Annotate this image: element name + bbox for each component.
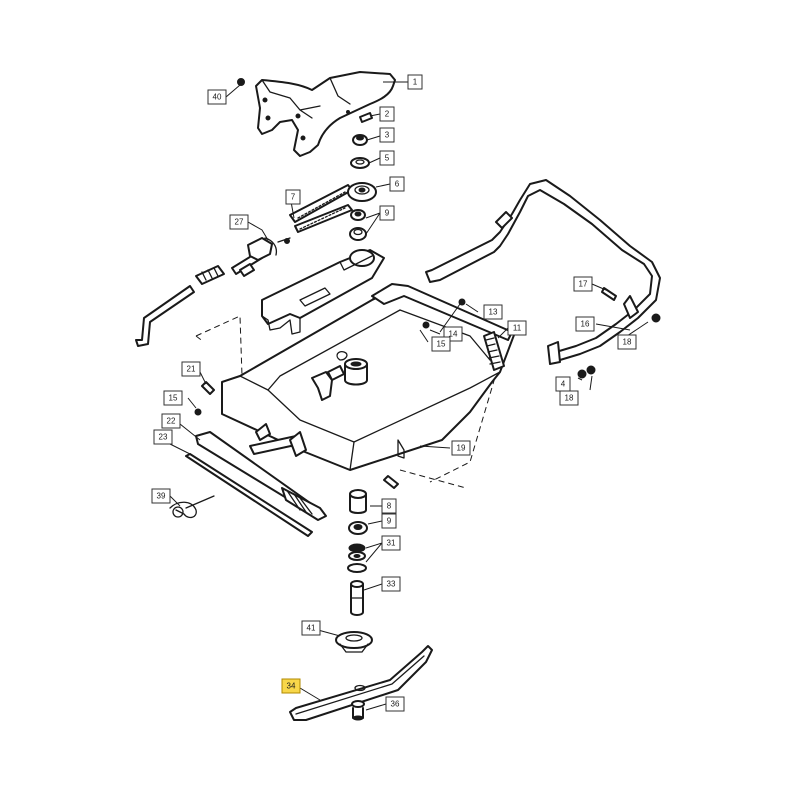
washer-3 [352,134,368,146]
svg-text:14: 14 [449,330,458,339]
callout-6[interactable]: 6 [389,176,405,192]
clip-pin [169,495,215,519]
svg-text:13: 13 [489,308,498,317]
bolt-2 [359,112,373,123]
svg-text:5: 5 [385,154,390,163]
callout-34-highlighted[interactable]: 34 [281,678,301,694]
callout-15-upper[interactable]: 15 [431,336,451,352]
cutting-blade [289,645,433,721]
callout-4[interactable]: 4 [555,376,571,392]
svg-text:4: 4 [561,380,566,389]
svg-text:15: 15 [169,394,178,403]
nut-18-right [651,313,661,323]
svg-text:6: 6 [395,180,400,189]
sprocket [347,182,377,202]
callout-31[interactable]: 31 [381,535,401,551]
svg-text:7: 7 [291,193,296,202]
alignment-guide-left [195,315,243,377]
bearing-5 [350,157,370,169]
screw-40 [237,78,245,86]
callout-22[interactable]: 22 [161,413,181,429]
bolt-21 [201,381,215,395]
callout-39[interactable]: 39 [151,488,171,504]
svg-text:9: 9 [387,517,392,526]
svg-text:8: 8 [387,502,392,511]
svg-text:27: 27 [235,218,244,227]
svg-text:9: 9 [385,209,390,218]
nut-15-left [194,408,202,416]
spring-coupler [195,265,225,285]
callout-18-lower[interactable]: 18 [559,390,579,406]
svg-text:18: 18 [623,338,632,347]
handle-bracket [255,71,396,157]
svg-text:1: 1 [413,78,418,87]
callout-13[interactable]: 13 [483,304,503,320]
blade-bolt-36 [351,700,365,721]
callout-5[interactable]: 5 [379,150,395,166]
nut-18-lower [586,365,596,375]
callout-18-right[interactable]: 18 [617,334,637,350]
rear-rod [185,453,313,537]
svg-text:40: 40 [213,93,222,102]
bearing-9-lower [348,521,368,535]
bolt-8-top [383,475,399,489]
svg-text:31: 31 [387,539,396,548]
control-rod [135,285,195,347]
svg-text:33: 33 [387,580,396,589]
callout-40[interactable]: 40 [207,89,227,105]
gear-cover-plate [261,249,385,335]
bearing-9-top [349,209,367,241]
svg-text:36: 36 [391,700,400,709]
blade-adapter-41 [335,631,373,653]
washer-31-lower [347,563,367,573]
callout-2[interactable]: 2 [379,106,395,122]
svg-text:3: 3 [385,131,390,140]
callout-19[interactable]: 19 [451,440,471,456]
push-handle [425,179,661,365]
callout-15-left[interactable]: 15 [163,390,183,406]
mower-deck-housing [221,287,515,471]
svg-text:18: 18 [565,394,574,403]
nut-15-upper [422,321,430,329]
callout-1[interactable]: 1 [407,74,423,90]
callout-16[interactable]: 16 [575,316,595,332]
rear-flap [195,431,327,521]
callout-23[interactable]: 23 [153,429,173,445]
callout-8[interactable]: 8 [381,498,397,514]
callout-21[interactable]: 21 [181,361,201,377]
svg-text:17: 17 [579,280,588,289]
leader-lines [169,81,649,711]
callout-9-lower[interactable]: 9 [381,513,397,529]
callout-9-top[interactable]: 9 [379,205,395,221]
svg-text:11: 11 [513,324,522,333]
svg-text:34: 34 [287,682,296,691]
spring-washers-31 [348,543,366,561]
deck-side-plate [371,283,513,371]
callout-27[interactable]: 27 [229,214,249,230]
callout-36[interactable]: 36 [385,696,405,712]
svg-text:23: 23 [159,433,168,442]
svg-text:21: 21 [187,365,196,374]
callout-41[interactable]: 41 [301,620,321,636]
callout-3[interactable]: 3 [379,127,395,143]
spindle-bushing-8 [349,489,367,514]
svg-text:2: 2 [385,110,390,119]
svg-text:41: 41 [307,624,316,633]
callout-11[interactable]: 11 [507,320,527,336]
callout-7[interactable]: 7 [285,189,301,205]
bolt-13 [458,298,466,306]
callout-33[interactable]: 33 [381,576,401,592]
svg-text:39: 39 [157,492,166,501]
shaft-assembly-27 [231,237,291,277]
washer-4 [577,369,587,379]
drive-chain [289,184,353,233]
bolt-17 [601,287,617,301]
svg-text:15: 15 [437,340,446,349]
svg-text:22: 22 [167,417,176,426]
svg-text:19: 19 [457,444,466,453]
callout-17[interactable]: 17 [573,276,593,292]
spindle-shaft-33 [350,580,364,616]
svg-text:16: 16 [581,320,590,329]
